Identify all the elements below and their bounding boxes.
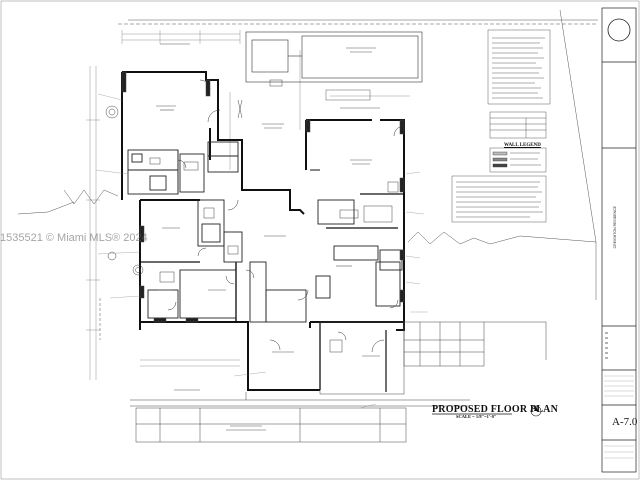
driveway bbox=[130, 321, 547, 443]
room-label-marks bbox=[156, 43, 380, 431]
north-arrow-pointer-icon bbox=[534, 406, 538, 411]
mls-watermark: 1535521 © Miami MLS® 2024 bbox=[0, 232, 148, 244]
interior-walls bbox=[127, 141, 403, 323]
seal-circle bbox=[607, 18, 631, 42]
dimension-lines bbox=[86, 30, 410, 380]
wall-legend bbox=[489, 147, 547, 173]
property-lines bbox=[17, 9, 598, 340]
wall-legend-title: WALL LEGEND bbox=[504, 143, 541, 148]
fixtures bbox=[105, 71, 405, 353]
exterior-walls bbox=[121, 71, 405, 392]
notes-box bbox=[451, 175, 547, 223]
sheet-number: A-7.0 bbox=[612, 416, 638, 428]
drawing-title: PROPOSED FLOOR PLAN bbox=[432, 404, 559, 415]
project-vertical-label: CREIGHTON RESIDENCE bbox=[613, 206, 617, 249]
drawing-scale: SCALE = 1/8"=1'-0" bbox=[456, 414, 497, 419]
pool-area bbox=[245, 31, 423, 109]
general-notes-block bbox=[487, 29, 551, 105]
area-table bbox=[489, 111, 547, 139]
title-block bbox=[601, 7, 637, 473]
annotation-leaders bbox=[95, 93, 428, 409]
